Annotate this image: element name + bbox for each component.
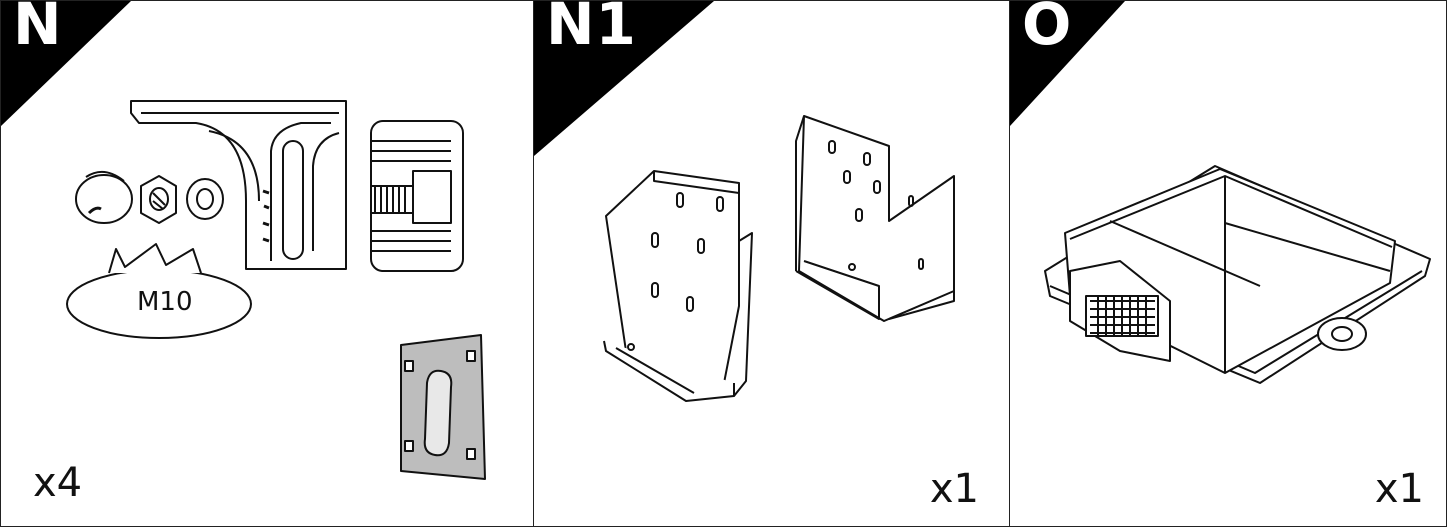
part-panel-n: N (0, 0, 534, 527)
corner-tag-triangle (1, 1, 131, 126)
corner-tag-triangle (534, 1, 714, 156)
quantity-n1: x1 (929, 466, 979, 512)
part-label-n: N (13, 0, 63, 58)
control-module-drawing (1044, 165, 1431, 384)
bracket-hardware-drawing (66, 100, 486, 480)
part-label-n1: N1 (546, 0, 637, 58)
quantity-o: x1 (1374, 466, 1424, 512)
mounting-brackets-drawing (603, 115, 955, 402)
part-panel-o: O x1 (1009, 0, 1447, 527)
thread-size-label: M10 (137, 287, 193, 317)
corner-tag-triangle (1010, 1, 1125, 126)
quantity-n: x4 (33, 460, 83, 506)
part-panel-n1: N1 (533, 0, 1010, 527)
part-label-o: O (1022, 0, 1073, 58)
